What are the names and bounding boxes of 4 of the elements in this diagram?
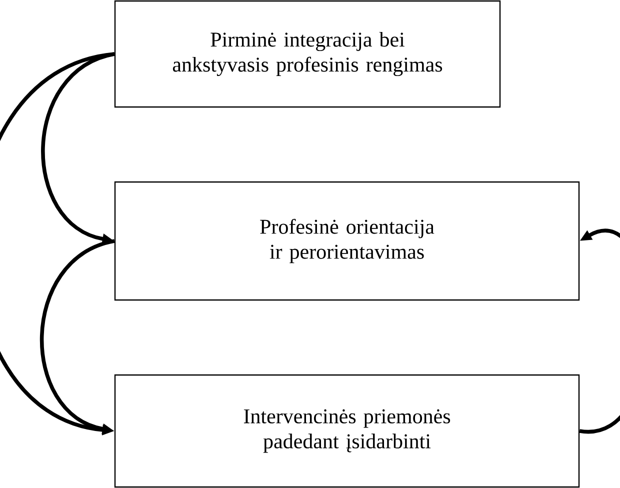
process-box: Intervencinės priemonės padedant įsidarbinti	[114, 374, 580, 488]
process-box: Pirminė integracija bei ankstyvasis profesinis rengimas	[114, 0, 501, 108]
process-box: Profesinė orientacija ir perorientavimas	[114, 181, 580, 301]
curved-arrow	[580, 228, 620, 433]
